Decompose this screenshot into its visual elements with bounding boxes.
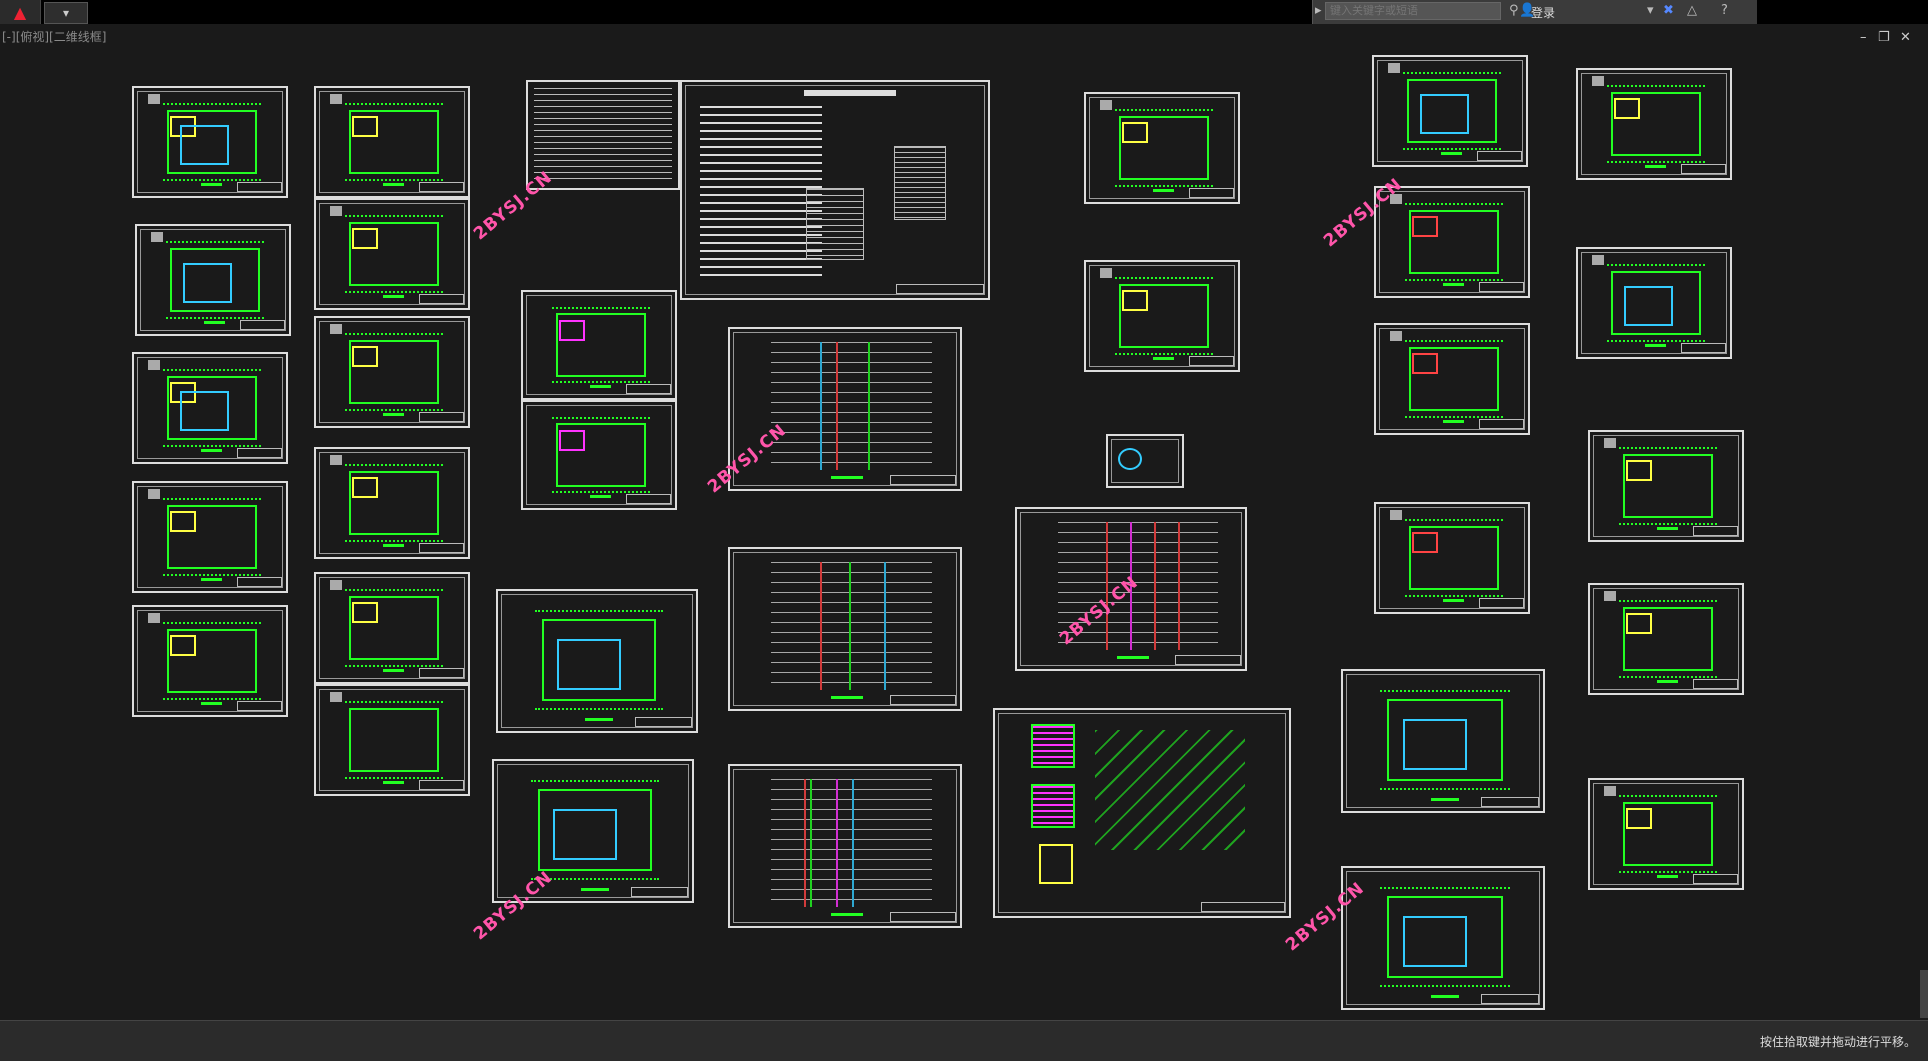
user-icon: 👤 (1519, 3, 1536, 18)
sheet-thumb-icon (1604, 786, 1616, 796)
sheet-thumb-icon (330, 206, 342, 216)
expand-arrow-icon[interactable]: ▸ (1315, 3, 1322, 18)
drawing-sheet[interactable] (314, 572, 470, 684)
drawing-sheet[interactable] (132, 86, 288, 198)
sheet-thumb-icon (148, 489, 160, 499)
drawing-sheet[interactable] (1588, 583, 1744, 695)
status-bar: 按住拾取键并拖动进行平移。 (0, 1020, 1928, 1061)
drawing-sheet[interactable] (492, 759, 694, 903)
sheet-thumb-icon (1592, 76, 1604, 86)
sheet-thumb-icon (148, 360, 160, 370)
exchange-icon[interactable]: ✖ (1663, 3, 1674, 18)
drawing-sheet[interactable] (1374, 323, 1530, 435)
drawing-sheet[interactable] (1084, 260, 1240, 372)
drawing-sheet[interactable] (1084, 92, 1240, 204)
sheet-thumb-icon (1390, 194, 1402, 204)
sheet-thumb-icon (1592, 255, 1604, 265)
drawing-sheet[interactable] (1374, 186, 1530, 298)
sheet-thumb-icon (330, 94, 342, 104)
sheet-thumb-icon (1604, 438, 1616, 448)
drawing-sheet[interactable] (314, 198, 470, 310)
top-bar: ▲ ▾ ▸ ⚲ 👤 登录 ▾ ✖ △ ? (0, 0, 1928, 24)
drawing-sheet[interactable] (1374, 502, 1530, 614)
drawing-sheet[interactable] (314, 447, 470, 559)
legend-table (894, 146, 946, 220)
sheet-thumb-icon (330, 324, 342, 334)
login-button[interactable]: 登录 (1531, 6, 1556, 20)
drawing-sheet[interactable] (1341, 669, 1545, 813)
status-message: 按住拾取键并拖动进行平移。 (1759, 1035, 1916, 1049)
drawing-sheet[interactable] (1372, 55, 1528, 167)
search-input[interactable] (1325, 2, 1501, 20)
drawing-sheet[interactable] (132, 605, 288, 717)
drawing-sheet[interactable] (314, 86, 470, 198)
vertical-scrollbar[interactable] (1920, 970, 1928, 1018)
drawing-canvas[interactable]: 2BYSJ.CN 2BYSJ.CN 2BYSJ.CN 2BYSJ.CN 2BYS… (0, 24, 1928, 1020)
sheet-thumb-icon (1604, 591, 1616, 601)
a360-icon[interactable]: △ (1687, 3, 1697, 18)
drawing-sheet[interactable] (1588, 778, 1744, 890)
sheet-thumb-icon (330, 692, 342, 702)
drawing-sheet[interactable] (521, 290, 677, 400)
design-notes-sheet[interactable] (680, 80, 990, 300)
sheet-thumb-icon (1390, 510, 1402, 520)
drawing-sheet[interactable] (1341, 866, 1545, 1010)
restore-button[interactable]: ❐ (1878, 30, 1890, 45)
detail-sheet[interactable] (1106, 434, 1184, 488)
design-notes-title (804, 90, 897, 96)
sheet-thumb-icon (1390, 331, 1402, 341)
sheet-thumb-icon (330, 580, 342, 590)
sheet-thumb-icon (1388, 63, 1400, 73)
viewport-label[interactable]: [-][俯视][二维线框] (2, 30, 107, 44)
sheet-thumb-icon (148, 94, 160, 104)
quick-access-dropdown-icon: ▾ (62, 6, 70, 20)
drawing-sheet[interactable] (1588, 430, 1744, 542)
drawing-sheet[interactable] (314, 684, 470, 796)
quick-access-toolbar-button[interactable]: ▾ (44, 2, 88, 24)
dropdown-icon[interactable]: ▾ (1647, 3, 1654, 18)
detail-sheet[interactable] (993, 708, 1291, 918)
riser-diagram-sheet[interactable] (728, 547, 962, 711)
infocenter-bar: ▸ ⚲ 👤 登录 ▾ ✖ △ ? (1312, 0, 1757, 24)
drawing-sheet[interactable] (521, 400, 677, 510)
drawing-sheet[interactable] (132, 481, 288, 593)
drawing-sheet[interactable] (1576, 68, 1732, 180)
watermark: 2BYSJ.CN (470, 167, 557, 245)
app-logo-icon: ▲ (13, 2, 27, 22)
sheet-thumb-icon (1100, 268, 1112, 278)
riser-diagram-sheet[interactable] (728, 764, 962, 928)
drawing-sheet[interactable] (132, 352, 288, 464)
table-sheet[interactable] (526, 80, 680, 190)
sheet-thumb-icon (151, 232, 163, 242)
drawing-sheet[interactable] (1576, 247, 1732, 359)
sheet-thumb-icon (148, 613, 160, 623)
help-icon[interactable]: ? (1721, 3, 1728, 18)
riser-diagram-sheet[interactable] (728, 327, 962, 491)
symbol-table (806, 188, 864, 260)
sheet-thumb-icon (1100, 100, 1112, 110)
riser-diagram-sheet[interactable] (1015, 507, 1247, 671)
sheet-thumb-icon (330, 455, 342, 465)
drawing-sheet[interactable] (135, 224, 291, 336)
drawing-sheet[interactable] (496, 589, 698, 733)
close-button[interactable]: ✕ (1900, 30, 1911, 45)
application-menu-button[interactable]: ▲ (0, 0, 41, 24)
drawing-sheet[interactable] (314, 316, 470, 428)
binoculars-icon[interactable]: ⚲ (1509, 3, 1519, 18)
minimize-button[interactable]: – (1860, 30, 1867, 45)
